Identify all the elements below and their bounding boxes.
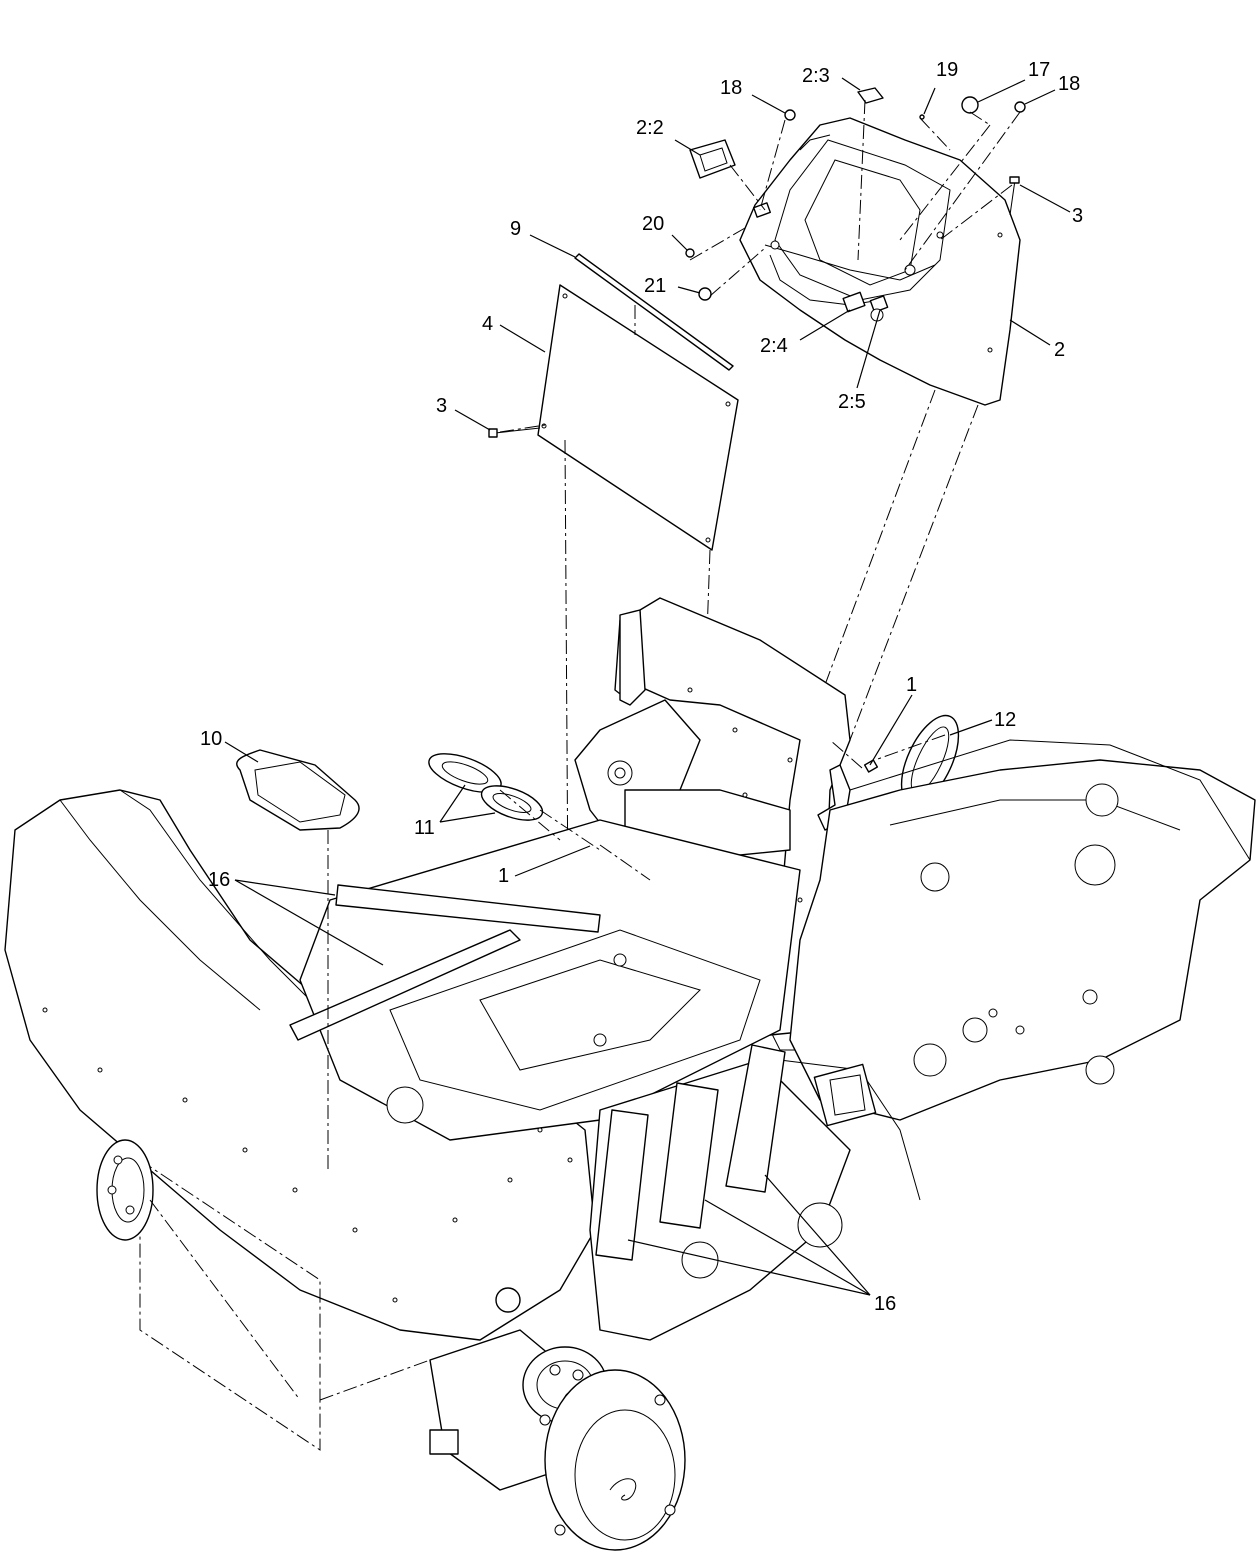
plug-18-left [784, 109, 796, 121]
callout-18-right: 18 [1058, 73, 1080, 95]
knob-17 [961, 96, 979, 114]
wheel-hub-left [96, 1139, 154, 1241]
callout-16-lower: 16 [874, 1293, 896, 1315]
lower-left-panel [139, 1159, 321, 1451]
callout-20: 20 [642, 213, 664, 235]
callout-3-left: 3 [436, 395, 447, 417]
callout-1-right: 1 [906, 674, 917, 696]
callout-3-right: 3 [1072, 205, 1083, 227]
console-housing [739, 117, 1021, 406]
plug-20 [685, 248, 695, 258]
callout-1-left: 1 [498, 865, 509, 887]
screw-3-left [488, 427, 541, 438]
callout-2-4: 2:4 [760, 335, 788, 357]
callout-4: 4 [482, 313, 493, 335]
callout-18-left: 18 [720, 77, 742, 99]
callout-21: 21 [644, 275, 666, 297]
callout-2: 2 [1054, 339, 1065, 361]
screw-19 [919, 114, 925, 120]
callout-19: 19 [936, 59, 958, 81]
decal-2-3 [857, 87, 884, 104]
strip-9 [574, 253, 734, 371]
panel-4 [537, 284, 739, 551]
callout-16-upper: 16 [208, 869, 230, 891]
decal-2-2 [689, 139, 736, 179]
callout-labels: 2:3 19 17 18 18 2:2 3 20 9 21 4 2:4 2 2:… [200, 59, 1083, 1315]
plug-18-right [1014, 101, 1026, 113]
callout-11: 11 [414, 817, 435, 839]
callout-12: 12 [994, 709, 1016, 731]
grommet-10 [236, 749, 360, 831]
plug-21 [698, 287, 712, 301]
drive-motor [429, 1287, 686, 1551]
grommets-11 [428, 753, 544, 821]
console-frame [574, 597, 851, 1051]
screw-3-right [1009, 176, 1020, 216]
main-frame [4, 739, 1256, 1341]
clip-1-right [863, 759, 879, 773]
leader-lines [224, 77, 1071, 1296]
callout-9: 9 [510, 218, 521, 240]
callout-2-5: 2:5 [838, 391, 866, 413]
callout-2-2: 2:2 [636, 117, 664, 139]
callout-17: 17 [1028, 59, 1050, 81]
callout-2-3: 2:3 [802, 65, 830, 87]
callout-10: 10 [200, 728, 222, 750]
decal-strips-16 [289, 884, 786, 1261]
alignment-lines-lower [149, 734, 946, 1401]
